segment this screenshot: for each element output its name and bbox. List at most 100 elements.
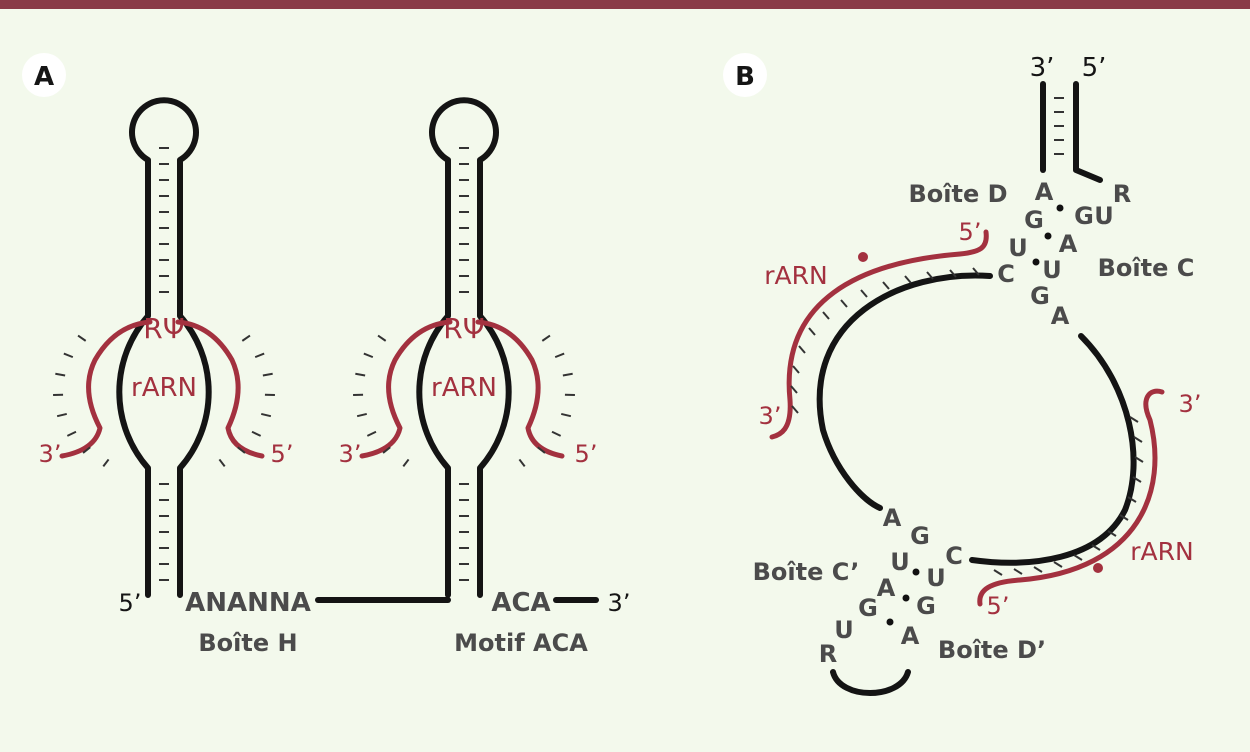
- loop-tick: [552, 432, 561, 436]
- nt-bot-g1: G: [910, 522, 930, 550]
- nt-top-g1: G: [1024, 206, 1044, 234]
- box-c-prime-label: Boîte C’: [753, 558, 860, 586]
- pair-dot-4: [913, 569, 920, 576]
- nt-top-a3: A: [1051, 302, 1070, 330]
- top-border: [0, 0, 1250, 9]
- rrna-upper-dot: [858, 252, 868, 262]
- box-c-label: Boîte C: [1098, 254, 1195, 282]
- rrna-upper-3prime: 3’: [759, 402, 782, 430]
- nt-bot-a3: A: [901, 622, 920, 650]
- lower-tick: [994, 570, 1002, 575]
- pair-dot-5: [903, 595, 910, 602]
- nt-top-c1: C: [997, 260, 1015, 288]
- nt-bot-a2: A: [877, 574, 896, 602]
- nt-bot-c1: C: [945, 542, 963, 570]
- base-pair-ticks-b: [791, 98, 1143, 575]
- box-d-label: Boîte D: [908, 180, 1007, 208]
- loop-tick: [67, 432, 76, 436]
- aca-sequence: ACA: [491, 588, 550, 618]
- nt-bot-u2: U: [926, 564, 946, 592]
- nt-top-g3: G: [1030, 282, 1050, 310]
- nt-bot-r: R: [819, 640, 837, 668]
- upper-tick: [905, 276, 911, 283]
- strand-3prime-label: 3’: [608, 589, 631, 617]
- hairpin-1-rarn-label: rARN: [131, 373, 197, 403]
- lower-tick: [1014, 569, 1022, 574]
- loop-tick: [57, 414, 67, 416]
- loop-tick: [357, 414, 367, 416]
- lower-tick: [1092, 545, 1100, 550]
- rrna-lower-strand: [980, 391, 1162, 604]
- lower-tick: [1054, 562, 1062, 567]
- bottom-loop-strand: [833, 672, 908, 693]
- nt-bot-g2: G: [858, 594, 878, 622]
- lower-tick: [1034, 567, 1042, 572]
- upper-tick: [809, 328, 815, 335]
- nt-bot-u1: U: [890, 548, 910, 576]
- nt-top-a2: A: [1059, 230, 1078, 258]
- loop-tick: [255, 354, 264, 358]
- loop-tick: [242, 336, 250, 341]
- pair-dot-2: [1045, 233, 1052, 240]
- loop-tick: [219, 459, 224, 466]
- top-5prime-label: 5’: [1082, 53, 1107, 83]
- rrna-lower-3prime: 3’: [1179, 390, 1202, 418]
- aca-motif-label: Motif ACA: [454, 629, 588, 657]
- loop-tick: [403, 459, 408, 466]
- loop-tick: [542, 336, 550, 341]
- panel-a-letter: A: [34, 62, 54, 92]
- hairpin-1-3prime: 3’: [39, 440, 62, 468]
- loop-tick: [519, 459, 524, 466]
- rrna-lower-5prime: 5’: [987, 592, 1010, 620]
- upper-tick: [792, 406, 798, 413]
- loop-tick: [555, 354, 564, 358]
- loop-tick: [364, 354, 373, 358]
- nt-top-u3: U: [1042, 256, 1062, 284]
- upper-tick: [799, 346, 805, 353]
- loop-upper-left-strand: [820, 276, 990, 508]
- hairpin-2-rarn-label: rARN: [431, 373, 497, 403]
- top-3prime-label: 3’: [1030, 53, 1055, 83]
- nt-top-u2: U: [1094, 202, 1114, 230]
- rrna-lower-dot: [1093, 563, 1103, 573]
- upper-tick: [793, 366, 799, 373]
- panel-b: B 3’ 5’ rARN 5’ 3’ rARN 3’ 5’ Boîte: [723, 53, 1201, 693]
- top-stem-5prime: [1076, 84, 1100, 180]
- rrna-lower-label: rARN: [1130, 537, 1193, 566]
- pair-dot-1: [1057, 205, 1064, 212]
- upper-tick: [861, 290, 867, 297]
- loop-tick: [563, 374, 573, 376]
- upper-tick: [841, 300, 847, 307]
- rrna-upper-5prime: 5’: [959, 218, 982, 246]
- hairpin-2-3prime: 3’: [339, 440, 362, 468]
- loop-tick: [78, 336, 86, 341]
- hairpin-1-psi: RΨ: [143, 312, 185, 345]
- upper-tick: [823, 312, 829, 319]
- hairpin-2-psi: RΨ: [443, 312, 485, 345]
- nt-top-a1: A: [1035, 178, 1054, 206]
- loop-tick: [561, 414, 571, 416]
- strand-5prime-label: 5’: [119, 589, 142, 617]
- loop-tick: [355, 374, 365, 376]
- nt-top-g2: G: [1074, 202, 1094, 230]
- loop-tick: [378, 336, 386, 341]
- lower-tick: [1074, 555, 1082, 560]
- loop-tick: [261, 414, 271, 416]
- box-h-sequence: ANANNA: [185, 588, 311, 618]
- loop-tick: [64, 354, 73, 358]
- box-h-label: Boîte H: [198, 629, 297, 657]
- hairpin-2-outline: [419, 100, 508, 595]
- panel-b-letter: B: [735, 62, 755, 92]
- nt-top-u1: U: [1008, 234, 1028, 262]
- pair-dot-3: [1033, 259, 1040, 266]
- loop-tick: [263, 374, 273, 376]
- pair-dot-6: [887, 619, 894, 626]
- box-d-prime-label: Boîte D’: [938, 636, 1046, 664]
- hairpin-1-outline: [119, 100, 208, 595]
- upper-tick: [883, 282, 889, 289]
- loop-tick: [103, 459, 108, 466]
- loop-tick: [55, 374, 65, 376]
- base-pair-ticks-a: [53, 148, 575, 580]
- rrna-upper-label: rARN: [764, 261, 827, 290]
